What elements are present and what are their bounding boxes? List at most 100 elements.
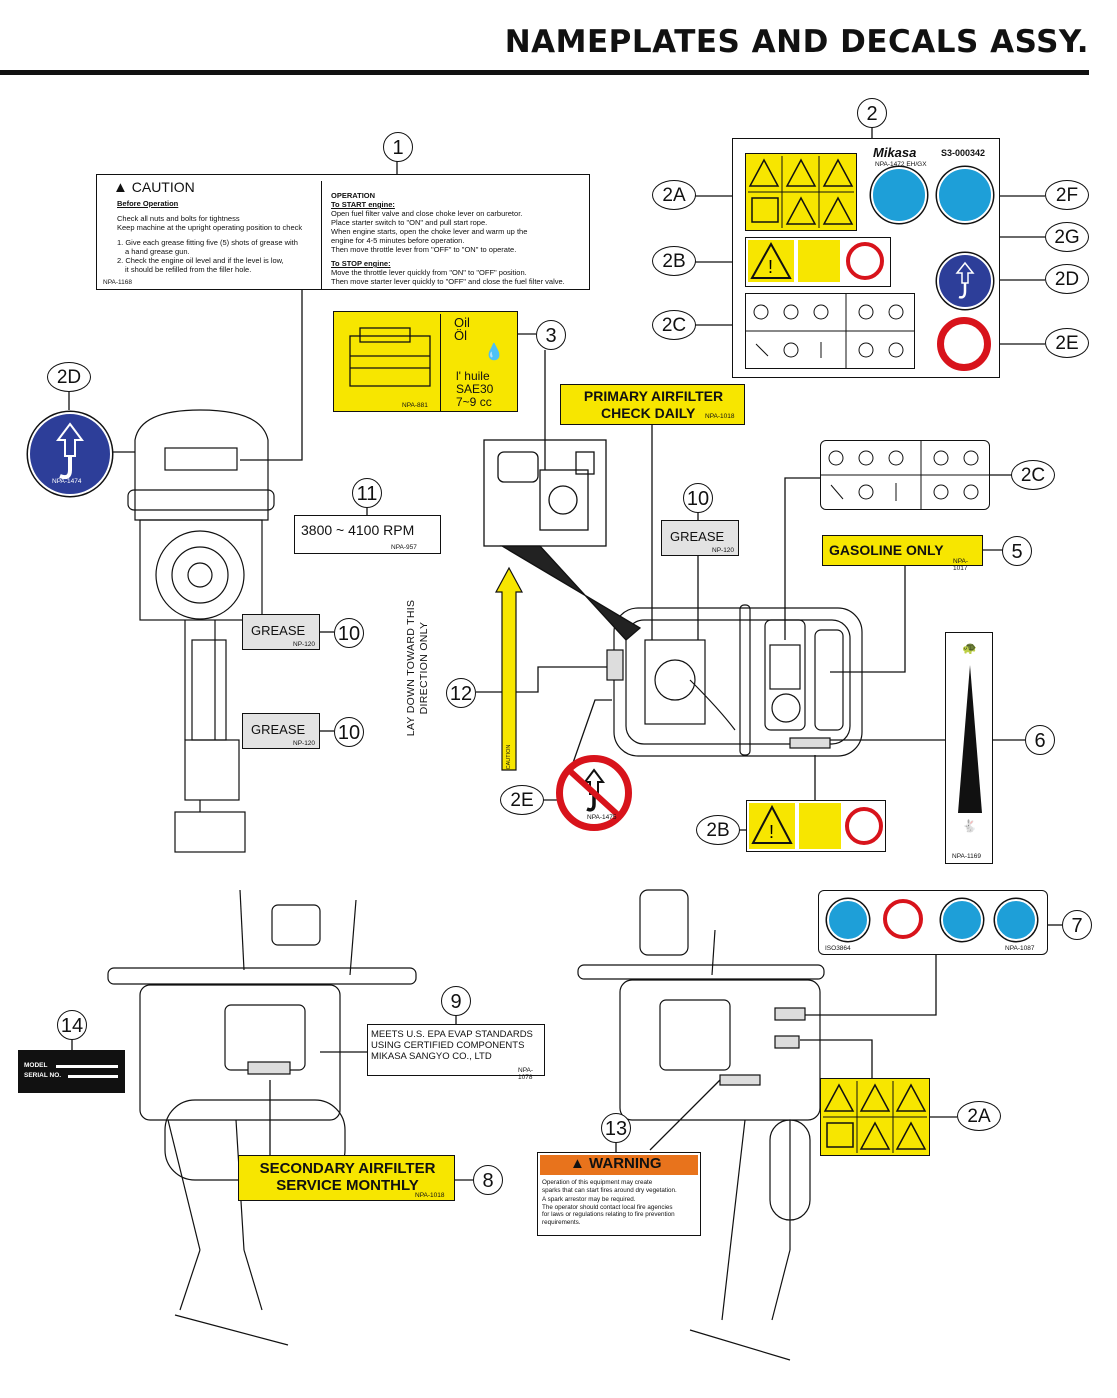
before-item-1a: 1. Give each grease fitting five (5) sho… — [117, 238, 298, 247]
secondary-airfilter-line-2: SERVICE MONTHLY — [276, 1177, 419, 1194]
lifting-hook-sign-icon — [937, 253, 993, 309]
callout-2d-right: 2D — [1045, 264, 1089, 294]
no-lifting-sign-bottom-icon: NPA-1475 — [556, 755, 632, 831]
callout-2: 2 — [857, 98, 887, 128]
lay-down-line-1: LAY DOWN TOWARD THIS — [405, 599, 417, 737]
warning-line-5: for laws or regulations relating to fire… — [542, 1211, 675, 1219]
callout-10-mid: 10 — [683, 483, 713, 513]
throttle-wedge-icon — [958, 665, 982, 813]
lay-down-arrow-icon — [494, 566, 524, 771]
before-item-2a: 2. Check the engine oil level and if the… — [117, 256, 284, 265]
sheet-code: NPA-1472 EH/GX — [875, 161, 927, 168]
operation-block: OPERATION To START engine: Open fuel fil… — [331, 191, 591, 286]
no-fire-ppe-icon — [883, 899, 923, 939]
callout-13: 13 — [601, 1113, 631, 1143]
ear-protection-ppe-icon — [941, 899, 983, 941]
svg-text:!: ! — [769, 822, 774, 842]
callout-3: 3 — [536, 320, 566, 350]
stop-line-1: Move the throttle lever quickly from "ON… — [331, 268, 527, 277]
machine-front-view — [127, 409, 275, 853]
grease-text-a: GREASE — [251, 623, 306, 638]
rpm-text: 3800 ~ 4100 RPM — [301, 522, 415, 538]
svg-text:!: ! — [768, 257, 773, 277]
before-heading: Before Operation — [117, 199, 179, 208]
epa-decal: MEETS U.S. EPA EVAP STANDARDS USING CERT… — [367, 1024, 545, 1081]
rpm-code: NPA-957 — [391, 544, 417, 551]
secondary-airfilter-line-1: SECONDARY AIRFILTER — [259, 1160, 436, 1177]
throttle-code: NPA-1169 — [952, 853, 982, 860]
nameplate-model-label: MODEL — [24, 1062, 48, 1069]
oil-grade: SAE30 — [456, 382, 494, 396]
before-line-1: Check all nuts and bolts for tightness — [117, 214, 240, 223]
ear-protection-sign-icon — [937, 167, 993, 223]
gasoline-only-text: GASOLINE ONLY — [829, 542, 944, 558]
callout-2b-bottom: 2B — [696, 815, 740, 845]
warning-triangle-bottom-icon: ! — [749, 803, 795, 849]
oil-divider — [440, 314, 441, 411]
callout-1: 1 — [383, 132, 413, 162]
gasoline-only-decal: GASOLINE ONLY NPA-1017 — [822, 535, 983, 572]
before-line-2: Keep machine at the upright operating po… — [117, 223, 303, 232]
lifting-hook-sign-left-icon: NPA-1474 — [28, 412, 112, 496]
grease-code-a: NP-120 — [293, 641, 316, 648]
before-operation-block: Before Operation Check all nuts and bolt… — [117, 199, 327, 274]
warning-heading-row: ▲ WARNING — [570, 1155, 662, 1172]
warning-heading: WARNING — [589, 1155, 662, 1172]
lay-down-label: CAUTION — [506, 744, 512, 770]
oil-drop-icon: 💧 — [484, 344, 504, 361]
warning-line-4: The operator should contact local fire a… — [542, 1203, 673, 1211]
start-heading: To START engine: — [331, 200, 395, 209]
lay-down-text-group: LAY DOWN TOWARD THIS DIRECTION ONLY — [405, 565, 433, 771]
callout-2f: 2F — [1045, 180, 1089, 210]
engine-inset — [483, 439, 642, 641]
nameplate-model-line — [56, 1065, 118, 1068]
before-item-2b: it should be refilled from the filler ho… — [125, 265, 252, 274]
no-lifting-sign-icon — [937, 317, 991, 371]
operation-pictograms-mid-icon — [821, 441, 989, 509]
callout-10-a: 10 — [334, 618, 364, 648]
callout-8: 8 — [473, 1165, 503, 1195]
warning-line-1: Operation of this equipment may create — [542, 1179, 653, 1186]
warning-header: ▲ WARNING — [540, 1155, 698, 1175]
grease-text-mid: GREASE — [670, 529, 725, 544]
start-line-4: engine for 4-5 minutes before operation. — [331, 236, 465, 245]
hazard-panel — [745, 153, 857, 231]
turtle-icon: 🐢 — [962, 641, 977, 655]
callout-7: 7 — [1062, 910, 1092, 940]
grease-decal-mid: GREASE NP-120 — [661, 520, 739, 556]
rpm-decal: 3800 ~ 4100 RPM NPA-957 — [294, 515, 441, 554]
nameplate-serial-label: SERIAL NO. — [24, 1072, 62, 1079]
decal-sheet: Mikasa S3-000342 NPA-1472 EH/GX ! — [732, 138, 1000, 378]
read-manual-icon — [827, 899, 869, 941]
ppe-decal: ISO3864 NPA-1087 — [818, 890, 1048, 955]
hazard-decal-bottom — [820, 1078, 930, 1156]
oil-label-3: l' huile — [456, 369, 490, 383]
title-rule — [0, 70, 1089, 75]
callout-2a-top: 2A — [652, 180, 696, 210]
primary-airfilter-code: NPA-1018 — [705, 413, 735, 420]
callout-10-b: 10 — [334, 717, 364, 747]
caution-code: NPA-1168 — [103, 279, 133, 286]
callout-5: 5 — [1002, 536, 1032, 566]
warning-triangle-icon: ! — [748, 240, 794, 282]
warning-triangle-icon: ▲ — [113, 179, 128, 196]
rabbit-icon: 🐇 — [962, 819, 977, 833]
primary-airfilter-line-2: CHECK DAILY — [601, 405, 696, 421]
callout-2e-bottom: 2E — [500, 785, 544, 815]
fuel-warning-decal-bottom: ! — [746, 800, 886, 852]
warning-line-6: requirements. — [542, 1218, 581, 1226]
fuel-stop-icon — [798, 240, 840, 282]
callout-14: 14 — [57, 1010, 87, 1040]
sheet-part-number: S3-000342 — [941, 148, 986, 158]
fuel-warning-panel: ! — [745, 237, 891, 287]
epa-code: NPA-1078 — [518, 1067, 534, 1081]
machine-top-view — [606, 604, 863, 757]
engine-oil-icon — [349, 327, 431, 387]
epa-line-3: MIKASA SANGYO CO., LTD — [371, 1051, 492, 1062]
hazard-pictograms-icon — [748, 156, 854, 228]
nameplate-serial-line — [68, 1075, 118, 1078]
spark-warning-decal: ▲ WARNING Operation of this equipment ma… — [537, 1152, 701, 1236]
before-item-1b: a hand grease gun. — [125, 247, 190, 256]
operation-decal-mid — [820, 440, 990, 510]
hazard-pictograms-bottom-icon — [823, 1081, 927, 1153]
